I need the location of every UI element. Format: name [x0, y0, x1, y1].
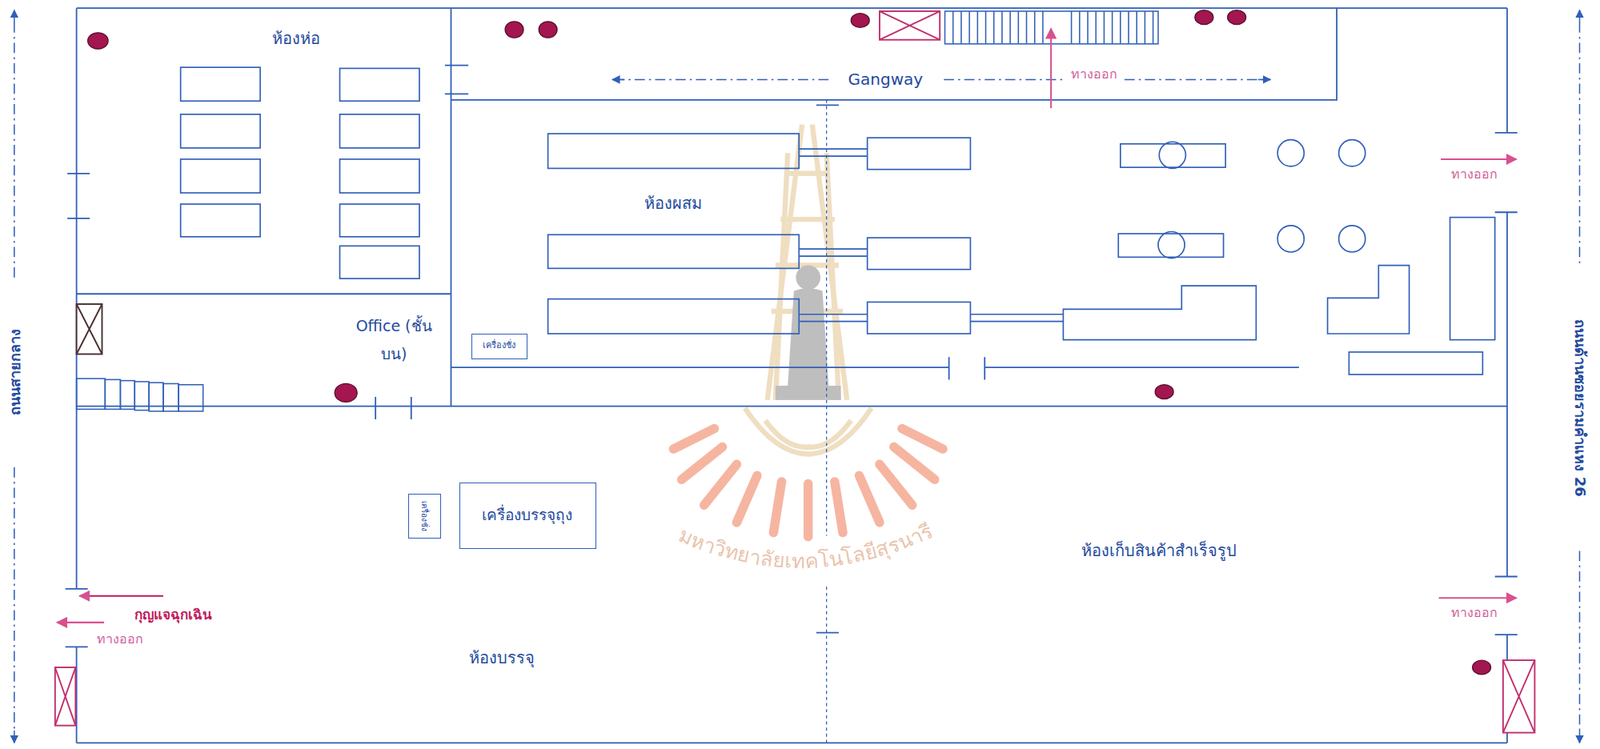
gangway-arrow [612, 79, 625, 81]
stairs [76, 11, 1159, 412]
box-text: เครื่องชั่ง [418, 500, 430, 531]
room-name: Office (ชั้นบน) [345, 312, 442, 369]
cross-boxes [55, 11, 1536, 734]
watermark-emblem: มหาวิทยาลัยเทคโนโลยีสุรนารี [618, 124, 993, 574]
room-label: ห้องห่อ [76, 8, 452, 294]
room-name: ห้องบรรจุ [469, 647, 535, 670]
emergency-key-label: กุญแจฉุกเฉิน [134, 605, 213, 625]
road-label: ถนนสายกลาง [5, 328, 25, 416]
exit-label: ทางออก [96, 630, 144, 649]
exit-arrows [56, 28, 1516, 623]
office-label: Office (ชั้นบน) [76, 293, 452, 406]
watermark-text: มหาวิทยาลัยเทคโนโลยีสุรนารี [674, 518, 937, 574]
room-name: Gangway [848, 68, 924, 91]
scale-box: เครื่องชั่ง [408, 493, 442, 539]
road-label: ถนนด้านซอยรามคำแหง 26 [1570, 319, 1590, 497]
room-label: ห้องเก็บสินค้าสำเร็จรูป [826, 408, 1508, 743]
exit-label: ทางออก [1451, 165, 1498, 184]
watermark-text-holder: มหาวิทยาลัยเทคโนโลยีสุรนารี [674, 518, 937, 574]
scale-box: เครื่องชั่ง [471, 333, 528, 360]
box-text: เครื่องบรรจุถุง [481, 505, 573, 526]
room-name: ห้องเก็บสินค้าสำเร็จรูป [1081, 540, 1237, 562]
gangway-arrow [1258, 79, 1271, 81]
room-label: ห้องบรรจุ เครื่องชั่ง เครื่องบรรจุถุง [76, 408, 827, 743]
box-text: เครื่องชั่ง [482, 340, 516, 353]
road-lines [14, 10, 1580, 744]
machine-box: เครื่องบรรจุถุง [459, 482, 597, 550]
room-name: ห้องผสม [644, 192, 702, 215]
gangway-line [613, 79, 1271, 81]
divider-line [826, 100, 827, 743]
exit-label: ทางออก [1070, 65, 1118, 84]
exit-label: ทางออก [1451, 604, 1498, 622]
mixing-equipment [548, 133, 1496, 375]
wrapping-tables [180, 67, 420, 279]
room-name: ห้องห่อ [272, 28, 321, 50]
door-marks [65, 65, 1518, 648]
room-label: ห้องผสมเครื่องชั่ง [450, 100, 1507, 409]
corridor-label: Gangway [450, 8, 1337, 101]
extinguisher-dots [88, 10, 1492, 675]
walls [76, 8, 1508, 743]
